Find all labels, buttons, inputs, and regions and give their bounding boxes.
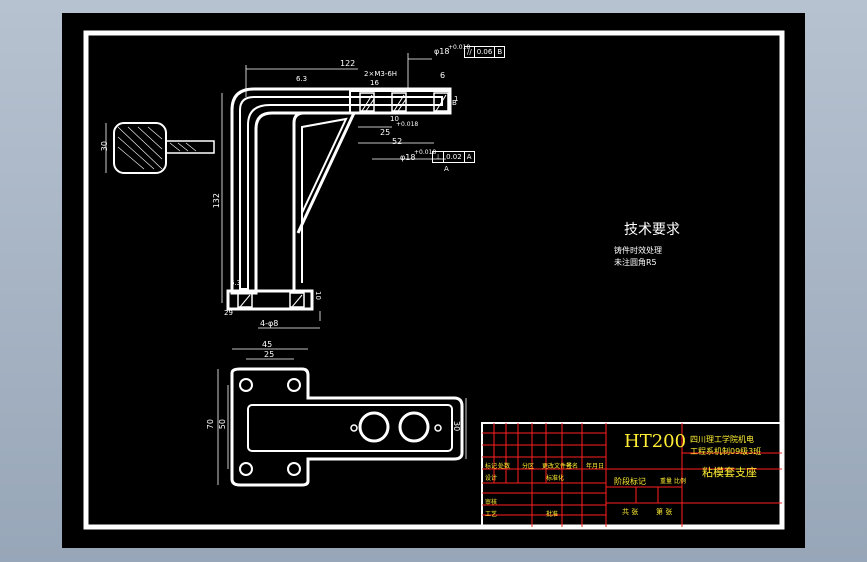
base-section — [226, 289, 314, 311]
dim-16: 16 — [370, 79, 379, 87]
dim-25: 25 — [380, 128, 391, 137]
dim-10: 10 — [390, 115, 399, 123]
fcf-parallel: // 0.06 B — [464, 46, 506, 58]
tb-change: 更改文件号 — [542, 463, 573, 470]
title-block — [481, 422, 783, 528]
tol-1: +0.018 — [396, 121, 419, 128]
plan-view — [217, 348, 467, 487]
tech-line-1: 铸件时效处理 — [614, 246, 662, 255]
dim-30: 30 — [100, 141, 109, 152]
dim-1: 1 — [454, 95, 459, 103]
dim-52: 52 — [392, 137, 403, 146]
drawing-border — [83, 30, 785, 530]
top-hole-section — [349, 90, 451, 114]
tb-std: 标准化 — [546, 475, 565, 482]
cad-drawing — [83, 30, 785, 530]
dim-4phi8: 4-φ8 — [260, 319, 279, 328]
dim-29: 29 — [224, 309, 233, 317]
dim-122: 122 — [340, 59, 356, 68]
tol-3: +0.018 — [448, 44, 471, 51]
tb-date: 年月日 — [586, 463, 605, 470]
drawing-canvas: 122 2×M3-6H 6 16 1 10 25 52 +0.018 φ18 +… — [62, 13, 805, 548]
datum-a: A — [444, 165, 449, 173]
scale-label: 比例 — [674, 478, 687, 485]
tb-sheet: 第 张 — [656, 508, 673, 516]
tb-sign: 签名 — [566, 463, 579, 470]
dim-45: 45 — [262, 340, 273, 349]
part-name: 粘模套支座 — [702, 466, 757, 479]
tb-zone: 分区 — [522, 463, 535, 470]
dimension-labels: 122 2×M3-6H 6 16 1 10 25 52 +0.018 φ18 +… — [62, 13, 805, 548]
tb-mark: 标记 — [485, 463, 498, 470]
front-view — [221, 53, 452, 329]
tol-2: +0.018 — [414, 149, 437, 156]
phi18-top: φ18 — [434, 47, 450, 56]
school-line-1: 四川理工学院机电 — [690, 435, 754, 444]
tb-check: 审核 — [485, 499, 498, 506]
datum-b: B — [452, 99, 457, 107]
dim-thread: 2×M3-6H — [364, 70, 398, 78]
weight-label: 重量 — [660, 478, 673, 485]
school-line-2: 工程系机制09级3班 — [690, 447, 762, 456]
tb-count: 处数 — [498, 463, 511, 470]
dim-30b: 30 — [452, 421, 461, 432]
dim-25b: 25 — [264, 350, 275, 359]
material-label: HT200 — [624, 431, 687, 452]
dim-132: 132 — [212, 193, 221, 209]
dim-10b: 10 — [314, 291, 322, 300]
tb-craft: 工艺 — [485, 511, 498, 518]
tech-title: 技术要求 — [624, 222, 680, 238]
roughness-63: 6.3 — [296, 75, 308, 83]
dim-70: 70 — [206, 419, 215, 430]
dim-50: 50 — [218, 419, 227, 430]
tb-approve: 批准 — [546, 511, 559, 518]
tb-design: 设计 — [485, 475, 498, 482]
side-view — [105, 122, 215, 174]
phi18-bottom: φ18 — [400, 153, 416, 162]
dim-6: 6 — [440, 71, 446, 80]
stage-label: 阶段标记 — [614, 477, 646, 486]
tb-sheets: 共 张 — [622, 508, 639, 516]
fcf-perpendicular: ⊥ 0.02 A — [432, 151, 475, 163]
roughness-63b: 6.3 — [230, 279, 242, 287]
tech-line-2: 未注圆角R5 — [614, 258, 657, 267]
